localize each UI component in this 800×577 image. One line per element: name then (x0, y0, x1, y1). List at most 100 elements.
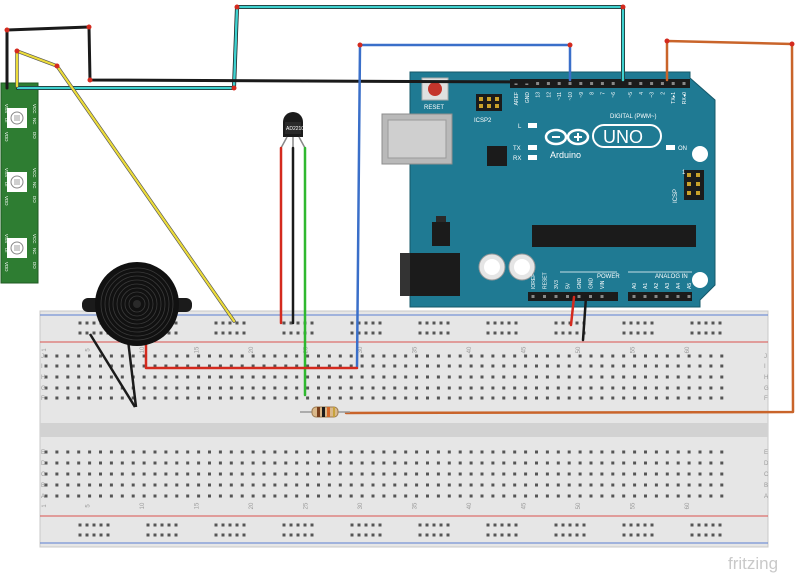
breadboard-hole (295, 364, 299, 368)
breadboard-hole (153, 364, 157, 368)
breadboard-hole (644, 483, 647, 487)
column-number: 25 (304, 346, 310, 353)
rail-hole (310, 533, 314, 537)
rail-hole (296, 321, 300, 325)
bottom-header-pins (531, 295, 691, 298)
column-number: 35 (413, 346, 419, 353)
column-number: 15 (195, 502, 201, 509)
header-pin (546, 82, 550, 85)
breadboard-hole (545, 396, 549, 400)
breadboard-hole (545, 483, 549, 487)
breadboard-hole (327, 364, 331, 368)
breadboard-hole (513, 364, 517, 368)
breadboard-hole (186, 472, 190, 476)
icsp2-pin (479, 97, 483, 101)
rail-hole (242, 331, 246, 335)
breadboard-hole (55, 386, 59, 390)
breadboard-hole (426, 364, 429, 368)
breadboard-hole (327, 375, 331, 379)
breadboard-hole (208, 461, 211, 465)
breadboard-hole (99, 396, 102, 400)
breadboard-hole (197, 396, 201, 400)
rail-hole (228, 523, 232, 527)
led-on (666, 145, 675, 150)
breadboard-hole (709, 472, 713, 476)
breadboard-hole (513, 494, 517, 498)
breadboard-hole (611, 461, 615, 465)
breadboard-hole (589, 354, 593, 358)
breadboard-hole (251, 461, 255, 465)
led-strip-pin-label: VCC (32, 168, 37, 178)
breadboard-hole (338, 386, 342, 390)
breadboard-hole (436, 494, 440, 498)
breadboard-hole (349, 494, 353, 498)
column-number: 15 (195, 346, 201, 353)
breadboard-hole (44, 461, 48, 465)
breadboard: 1155101015152020252530303535404045455050… (39, 310, 769, 548)
breadboard-hole (175, 364, 179, 368)
digital-pin-label: RX◂0 (682, 92, 688, 104)
rail-hole (575, 533, 579, 537)
analog-label: ANALOG IN (655, 274, 688, 280)
digital-pin-label: ~9 (579, 92, 585, 98)
rail-hole (622, 331, 626, 335)
digital-pin-label: 8 (590, 92, 596, 95)
rail-hole (214, 321, 218, 325)
rail-hole (514, 321, 518, 325)
breadboard-hole (622, 483, 626, 487)
breadboard-hole (131, 364, 135, 368)
breadboard-hole (698, 375, 702, 379)
breadboard-hole (720, 364, 724, 368)
rail-hole (357, 321, 361, 325)
row-letter: A (41, 494, 45, 500)
led-strip-pin-label: NC (32, 182, 37, 189)
breadboard-hole (720, 461, 724, 465)
breadboard-hole (295, 494, 299, 498)
breadboard-hole (665, 375, 669, 379)
breadboard-hole (458, 450, 462, 454)
breadboard-hole (77, 450, 81, 454)
rail-hole (364, 321, 368, 325)
breadboard-hole (229, 364, 233, 368)
breadboard-hole (120, 461, 124, 465)
breadboard-hole (567, 472, 571, 476)
reset-button-cap[interactable] (428, 82, 442, 96)
breadboard-hole (426, 472, 429, 476)
breadboard-hole (513, 461, 517, 465)
column-number: 5 (86, 348, 92, 352)
breadboard-hole (436, 375, 440, 379)
header-pin (554, 295, 558, 298)
breadboard-hole (687, 461, 691, 465)
breadboard-hole (600, 483, 604, 487)
breadboard-hole (567, 494, 571, 498)
row-letter: J (764, 354, 767, 360)
row-letter: I (41, 364, 43, 370)
header-pin (525, 82, 529, 85)
breadboard-hole (622, 354, 626, 358)
breadboard-hole (262, 375, 266, 379)
rail-hole (554, 523, 558, 527)
breadboard-hole (251, 375, 255, 379)
rail-hole (221, 331, 225, 335)
breadboard-hole (458, 354, 462, 358)
rail-hole (282, 321, 286, 325)
breadboard-hole (229, 450, 233, 454)
breadboard-hole (654, 375, 658, 379)
led-strip-pin-label: VDD (4, 262, 9, 272)
rail-hole (242, 523, 246, 527)
breadboard-hole (371, 483, 375, 487)
rail-hole (650, 321, 654, 325)
breadboard-hole (109, 396, 113, 400)
breadboard-hole (589, 461, 593, 465)
breadboard-hole (535, 494, 538, 498)
breadboard-hole (687, 375, 691, 379)
breadboard-hole (371, 461, 375, 465)
breadboard-hole (55, 375, 59, 379)
breadboard-hole (360, 472, 364, 476)
breadboard-hole (197, 354, 201, 358)
breadboard-hole (273, 450, 277, 454)
breadboard-hole (502, 483, 506, 487)
breadboard-hole (436, 396, 440, 400)
rail-hole (350, 331, 354, 335)
breadboard-hole (426, 354, 429, 358)
